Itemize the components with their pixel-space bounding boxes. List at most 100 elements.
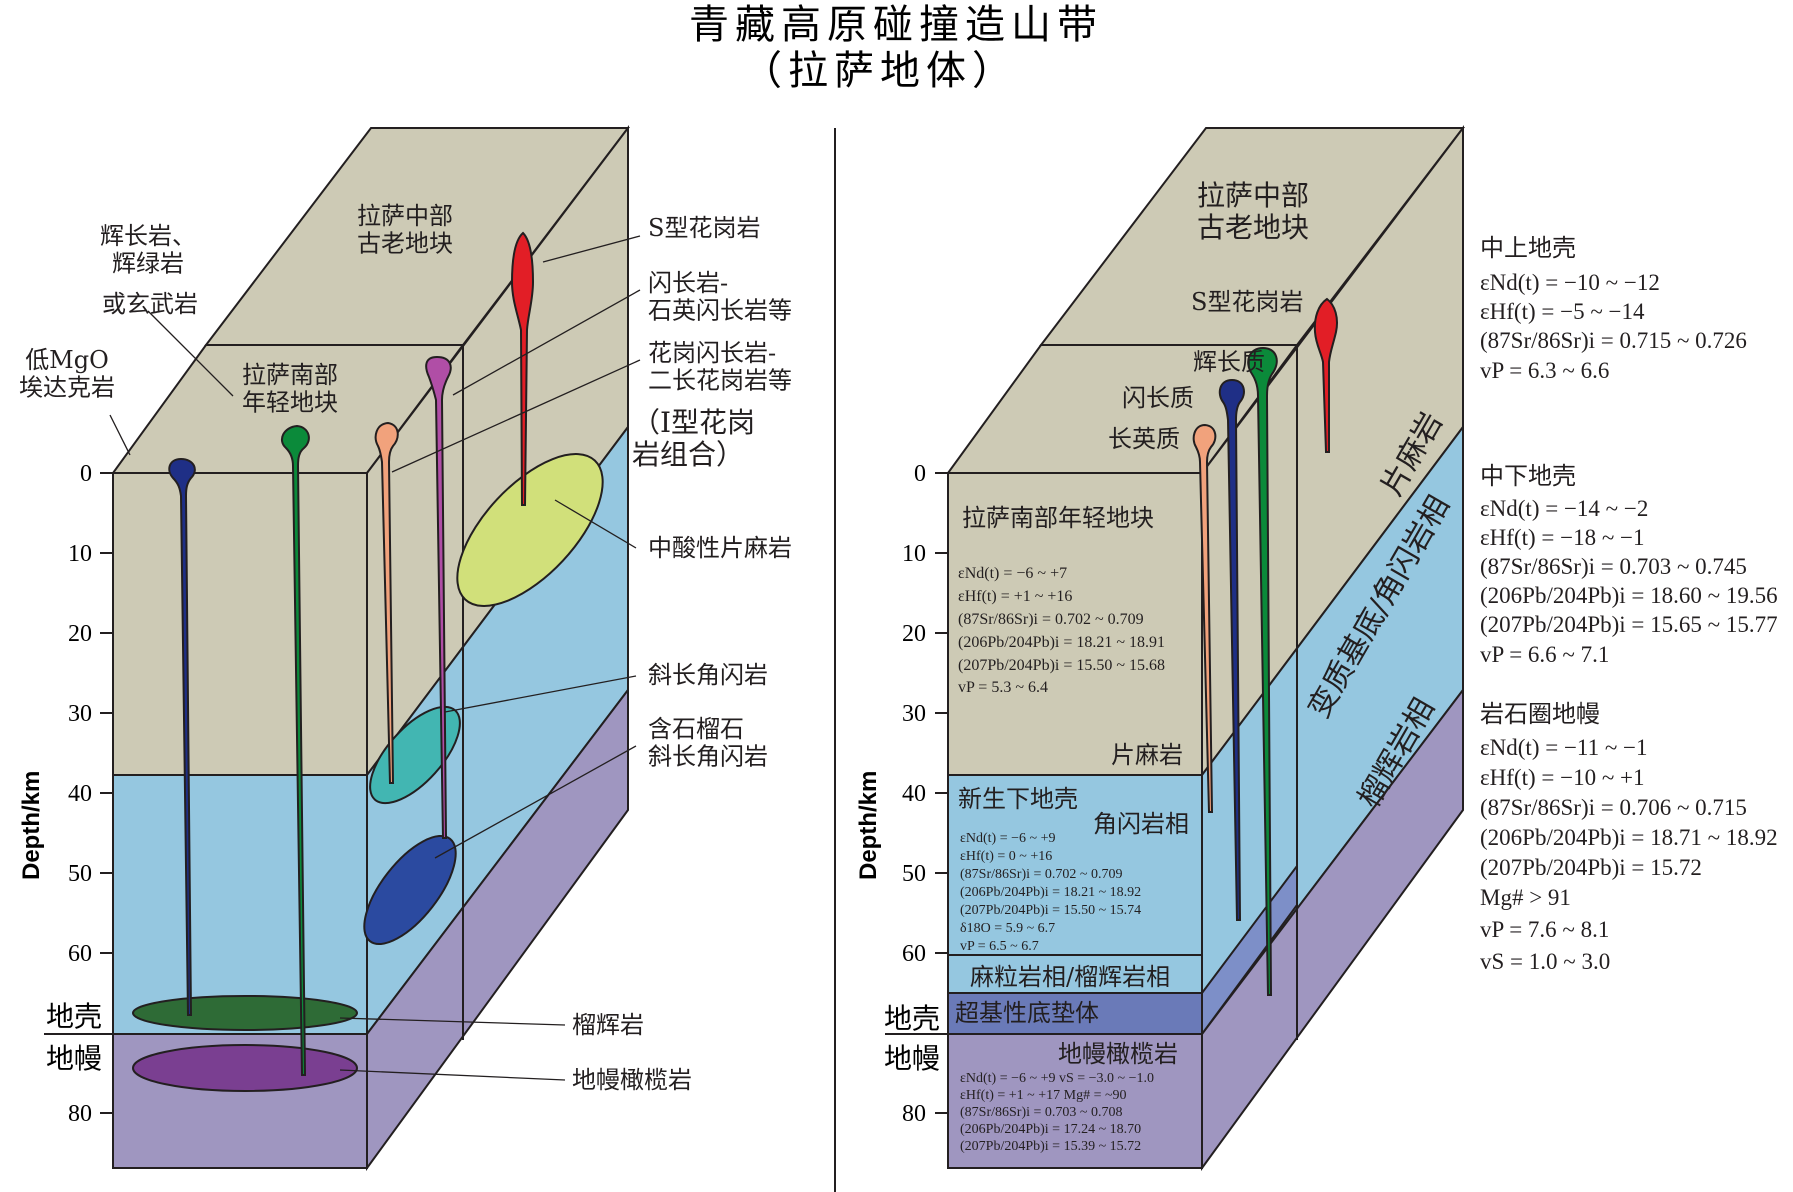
right-front-upper (947, 472, 1203, 776)
tick-40-left: 40 (68, 781, 92, 807)
crust-label-right: 地壳 (884, 1002, 940, 1035)
side-mantle-2: (87Sr/86Sr)i = 0.706 ~ 0.715 (1480, 795, 1747, 820)
label-line: 埃达克岩 (19, 374, 115, 402)
gabbro-dike-left (281, 424, 310, 1076)
label-southern-block: 拉萨南部年轻地块 (242, 361, 338, 417)
label-central-block: 拉萨中部古老地块 (357, 202, 453, 258)
label-line: 辉绿岩 (112, 250, 184, 278)
granodiorite-dike-left (374, 421, 399, 784)
side-mantle-4: (207Pb/204Pb)i = 15.72 (1480, 855, 1702, 880)
felsic-dike-right (1192, 423, 1217, 813)
tick-0-left: 0 (80, 461, 92, 487)
label-line: 辉长岩、 (100, 222, 196, 250)
tick-20-left: 20 (68, 621, 92, 647)
label-line: 拉萨中部 (357, 202, 453, 230)
side-middle-title: 中下地壳 (1480, 462, 1576, 490)
adakite-dike-left (168, 457, 196, 1016)
label-amphibolite: 斜长角闪岩 (648, 661, 768, 689)
label-gneiss: 中酸性片麻岩 (648, 534, 792, 562)
iso-upper-4: (207Pb/204Pb)i = 15.50 ~ 15.68 (958, 657, 1165, 674)
label-line: 石英闪长岩等 (648, 297, 792, 325)
left-front-upper (112, 472, 368, 776)
gneiss-lens (456, 453, 604, 607)
label-line: 二长花岗岩等 (648, 367, 792, 395)
iso-lower-1: εHf(t) = 0 ~ +16 (960, 849, 1052, 864)
right-labels: 拉萨中部古老地块 S型花岗岩 辉长质 闪长质 长英质 拉萨南部年轻地块 片麻岩 … (955, 179, 1457, 1068)
tick-50-right: 50 (902, 861, 926, 887)
peridotite-lens (132, 1044, 358, 1092)
label-line: 低MgO (25, 346, 109, 374)
label-peridotite-left: 地幔橄榄岩 (572, 1066, 692, 1094)
label-s-granite-left: S型花岗岩 (648, 214, 760, 242)
side-middle-0: εNd(t) = −14 ~ −2 (1480, 496, 1648, 521)
axis-label-right: Depth/km (855, 771, 882, 880)
diagram-title: 青藏高原碰撞造山带 (689, 2, 1103, 48)
side-mantle-0: εNd(t) = −11 ~ −1 (1480, 735, 1647, 760)
side-upper-3: vP = 6.3 ~ 6.6 (1480, 358, 1609, 383)
left-axis (44, 472, 113, 1114)
label-mafic: 辉长质 (1193, 348, 1265, 376)
eclogite-lens (132, 995, 358, 1031)
iso-mantle-0: εNd(t) = −6 ~ +9 vS = −3.0 ~ −1.0 (960, 1071, 1154, 1086)
diorite-dike-left (425, 355, 452, 839)
right-front-mantle (947, 1033, 1203, 1169)
label-granodiorite: 花岗闪长岩-二长花岗岩等 (648, 339, 792, 395)
label-line: 拉萨中部 (1197, 179, 1309, 212)
left-bodies (132, 231, 604, 1092)
side-middle-2: (87Sr/86Sr)i = 0.703 ~ 0.745 (1480, 554, 1747, 579)
right-iso-upper: εNd(t) = −6 ~ +7 εHf(t) = +1 ~ +16 (87Sr… (958, 565, 1165, 696)
label-line: 含石榴石 (648, 715, 744, 743)
label-line: 年轻地块 (242, 389, 338, 417)
s-granite-dike-right (1313, 297, 1338, 453)
label-granulite-facies: 麻粒岩相/榴辉岩相 (970, 963, 1170, 991)
tick-10-right: 10 (902, 541, 926, 567)
label-intermediate: 闪长质 (1122, 384, 1194, 412)
label-i-granite: （I型花岗岩组合） (632, 406, 755, 471)
side-middle-1: εHf(t) = −18 ~ −1 (1480, 525, 1645, 550)
label-line: 古老地块 (357, 230, 453, 258)
tick-80-right: 80 (902, 1101, 926, 1127)
side-middle-5: vP = 6.6 ~ 7.1 (1480, 642, 1609, 667)
label-new-lower-crust: 新生下地壳 (958, 785, 1078, 813)
tick-30-right: 30 (902, 701, 926, 727)
mantle-label-left: 地幔 (46, 1042, 102, 1075)
iso-upper-1: εHf(t) = +1 ~ +16 (958, 588, 1072, 605)
label-s-granite-right: S型花岗岩 (1191, 288, 1303, 316)
label-basalt: 或玄武岩 (102, 290, 198, 318)
iso-upper-5: vP = 5.3 ~ 6.4 (958, 679, 1048, 696)
right-iso-mantle: εNd(t) = −6 ~ +9 vS = −3.0 ~ −1.0 εHf(t)… (960, 1071, 1154, 1154)
label-southern-block-right: 拉萨南部年轻地块 (962, 504, 1154, 532)
label-ultramafic: 超基性底垫体 (955, 999, 1099, 1027)
label-line: 斜长角闪岩 (648, 743, 768, 771)
tick-80-left: 80 (68, 1101, 92, 1127)
tick-60-left: 60 (68, 941, 92, 967)
side-upper-0: εNd(t) = −10 ~ −12 (1480, 270, 1660, 295)
label-granulite: 榴辉岩 (572, 1011, 644, 1039)
label-line: 拉萨南部 (242, 361, 338, 389)
iso-mantle-4: (207Pb/204Pb)i = 15.39 ~ 15.72 (960, 1139, 1141, 1154)
label-line: 古老地块 (1197, 211, 1309, 244)
left-axis-labels: 0 10 20 30 40 50 60 80 地壳 地幔 Depth/km (18, 461, 102, 1127)
right-axis (885, 472, 948, 1114)
label-gneiss-right: 片麻岩 (1111, 741, 1183, 769)
side-mantle-title: 岩石圈地幔 (1480, 700, 1600, 728)
iso-mantle-1: εHf(t) = +1 ~ +17 Mg# = ~90 (960, 1088, 1127, 1103)
side-upper-2: (87Sr/86Sr)i = 0.715 ~ 0.726 (1480, 328, 1747, 353)
label-line: 闪长岩- (648, 269, 728, 297)
iso-upper-2: (87Sr/86Sr)i = 0.702 ~ 0.709 (958, 611, 1144, 628)
intermediate-dike-right (1218, 378, 1245, 921)
iso-lower-4: (207Pb/204Pb)i = 15.50 ~ 15.74 (960, 903, 1141, 918)
iso-upper-0: εNd(t) = −6 ~ +7 (958, 565, 1067, 582)
side-mantle-3: (206Pb/204Pb)i = 18.71 ~ 18.92 (1480, 825, 1778, 850)
axis-label-left: Depth/km (18, 771, 45, 880)
label-line: 岩组合） (632, 438, 744, 471)
label-diorite: 闪长岩-石英闪长岩等 (648, 269, 792, 325)
tick-40-right: 40 (902, 781, 926, 807)
crust-label-left: 地壳 (46, 1000, 102, 1033)
mantle-label-right: 地幔 (884, 1042, 940, 1075)
iso-mantle-2: (87Sr/86Sr)i = 0.703 ~ 0.708 (960, 1105, 1122, 1120)
tick-10-left: 10 (68, 541, 92, 567)
garnet-amphibolite-lens (363, 834, 457, 946)
left-front-lower-crust (112, 774, 368, 1035)
